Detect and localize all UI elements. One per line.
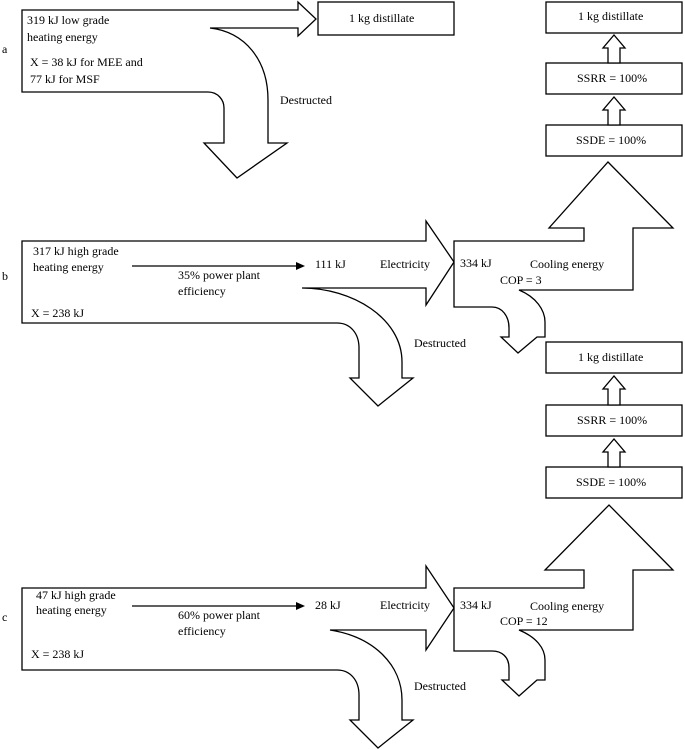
panel-c-efficiency-arrowhead <box>296 602 305 610</box>
panel-c-ssrr-box <box>545 404 683 437</box>
panel-c-cooling-value: 334 kJ <box>460 598 492 612</box>
panel-c-label: c <box>2 610 8 624</box>
panel-a-exergy-line1: X = 38 kJ for MEE and <box>30 55 143 69</box>
panel-c-cooling-band <box>453 504 675 697</box>
panel-b-distillate-text: 1 kg distillate <box>578 9 644 23</box>
panel-b-arrow-ssrr-to-distillate <box>601 33 627 64</box>
panel-a-distillate-box <box>317 1 455 36</box>
panel-a-distillate-text: 1 kg distillate <box>349 11 415 25</box>
panel-c-arrow-ssde-to-ssrr <box>601 437 627 468</box>
panel-b-arrow-ssde-to-ssrr <box>601 95 627 126</box>
panel-a-input-line2: heating energy <box>27 30 98 44</box>
panel-c-destructed: Destructed <box>414 679 466 693</box>
panel-c-cooling-label: Cooling energy <box>530 599 605 613</box>
panel-b-cooling-value: 334 kJ <box>460 256 492 270</box>
panel-b-ssrr-text: SSRR = 100% <box>577 71 648 85</box>
panel-b-distillate-box <box>545 1 683 34</box>
panel-b-cooling-label: Cooling energy <box>530 257 605 271</box>
panel-a-input-line1: 319 kJ low grade <box>27 13 110 27</box>
panel-c-input-line2: heating energy <box>36 603 107 617</box>
panel-c-efficiency-line2: efficiency <box>178 624 226 638</box>
panel-b-efficiency-line1: 35% power plant <box>178 268 260 282</box>
panel-c-electricity-label: Electricity <box>380 598 430 612</box>
panel-c-cop: COP = 12 <box>500 614 548 628</box>
panel-b-destructed: Destructed <box>414 336 466 350</box>
panel-b-efficiency-arrowhead <box>296 262 305 270</box>
panel-b-label: b <box>2 269 8 283</box>
panel-b-input-line1: 317 kJ high grade <box>33 244 119 258</box>
panel-c-input-band <box>21 563 455 749</box>
panel-c-arrow-ssrr-to-distillate <box>601 374 627 406</box>
panel-c-electricity-value: 28 kJ <box>315 598 341 612</box>
panel-c-ssrr-text: SSRR = 100% <box>577 413 648 427</box>
panel-b-ssde-text: SSDE = 100% <box>576 133 647 147</box>
panel-c-distillate-text: 1 kg distillate <box>578 350 644 364</box>
panel-a-input-band <box>21 0 317 179</box>
panel-b-cop: COP = 3 <box>500 273 542 287</box>
panel-a-exergy-line2: 77 kJ for MSF <box>30 72 100 86</box>
panel-c-ssde-text: SSDE = 100% <box>576 475 647 489</box>
panel-b-cooling-band <box>453 161 675 354</box>
panel-a-label: a <box>2 42 8 56</box>
panel-c-distillate-box <box>545 341 683 374</box>
panel-b-ssde-box <box>545 124 683 157</box>
panel-b-input-line2: heating energy <box>33 260 104 274</box>
panel-b-exergy: X = 238 kJ <box>31 306 85 320</box>
panel-b-efficiency-line2: efficiency <box>178 284 226 298</box>
panel-c-exergy: X = 238 kJ <box>31 647 85 661</box>
panel-c-ssde-box <box>545 466 683 499</box>
panel-c-input-line1: 47 kJ high grade <box>36 588 116 602</box>
panel-c-efficiency-line1: 60% power plant <box>178 608 260 622</box>
panel-b-input-band <box>21 218 455 407</box>
panel-b-electricity-value: 111 kJ <box>315 257 346 271</box>
panel-b-electricity-label: Electricity <box>380 257 430 271</box>
panel-a-destructed: Destructed <box>280 93 332 107</box>
